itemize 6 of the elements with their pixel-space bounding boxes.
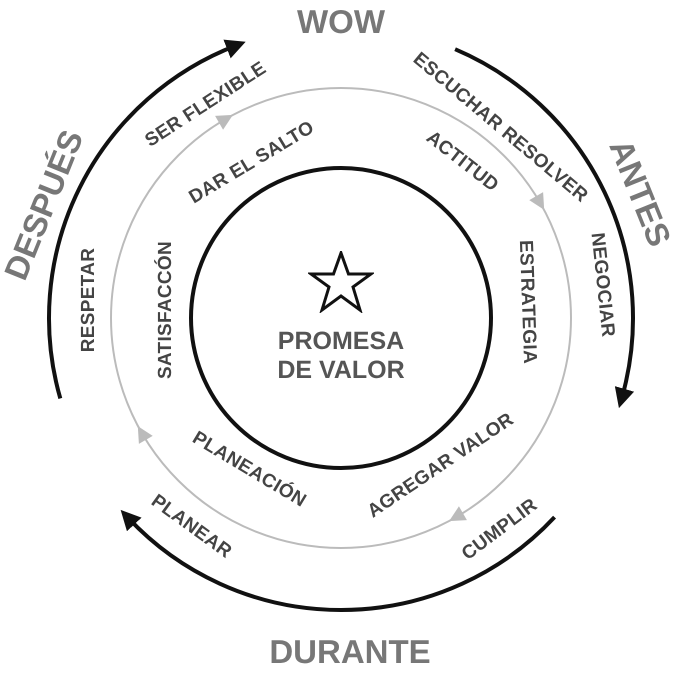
- phase-label: DURANTE: [269, 633, 431, 671]
- ring-label: ESTRATEGIA: [514, 240, 540, 364]
- center-title: PROMESA DE VALOR: [276, 327, 406, 385]
- ring-label: SATISFACCÓN: [155, 240, 177, 380]
- phase-label: WOW: [297, 3, 385, 41]
- ring-label: RESPETAR: [78, 248, 100, 352]
